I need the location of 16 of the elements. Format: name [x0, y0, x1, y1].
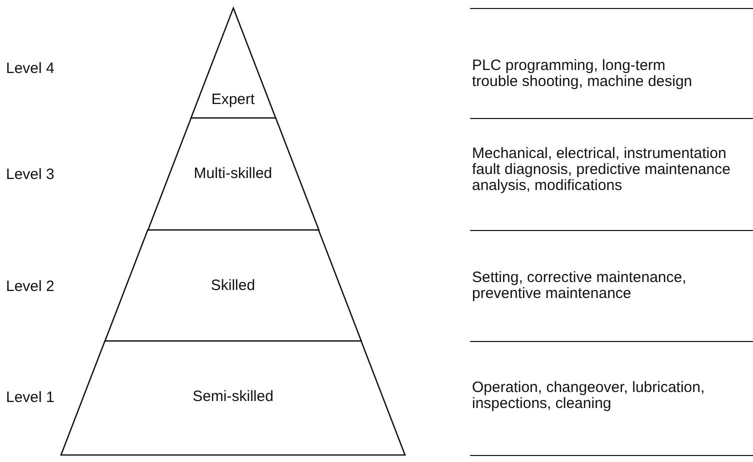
tier-label: Semi-skilled — [192, 388, 274, 405]
pyramid-tier — [61, 341, 405, 455]
level-label: Level 4 — [6, 60, 54, 77]
pyramid-apex — [190, 8, 276, 118]
pyramid-tier — [104, 230, 362, 341]
skill-description: Operation, changeover, lubrication, inspections, cleaning — [472, 380, 706, 412]
skill-description: Mechanical, electrical, instrumentation fault diagnosis, predictive maintenance analysis, modifications — [472, 146, 732, 194]
level-label: Level 2 — [6, 278, 54, 295]
tier-label: Skilled — [210, 277, 256, 294]
skill-description: Setting, corrective maintenance, preventive maintenance — [472, 270, 688, 302]
skill-description: PLC programming, long-term trouble shooting, machine design — [472, 58, 694, 90]
pyramid-tier — [148, 118, 318, 230]
level-label: Level 1 — [6, 389, 54, 406]
level-label: Level 3 — [6, 166, 54, 183]
tier-label: Multi-skilled — [192, 165, 274, 182]
tier-label: Expert — [210, 91, 256, 108]
